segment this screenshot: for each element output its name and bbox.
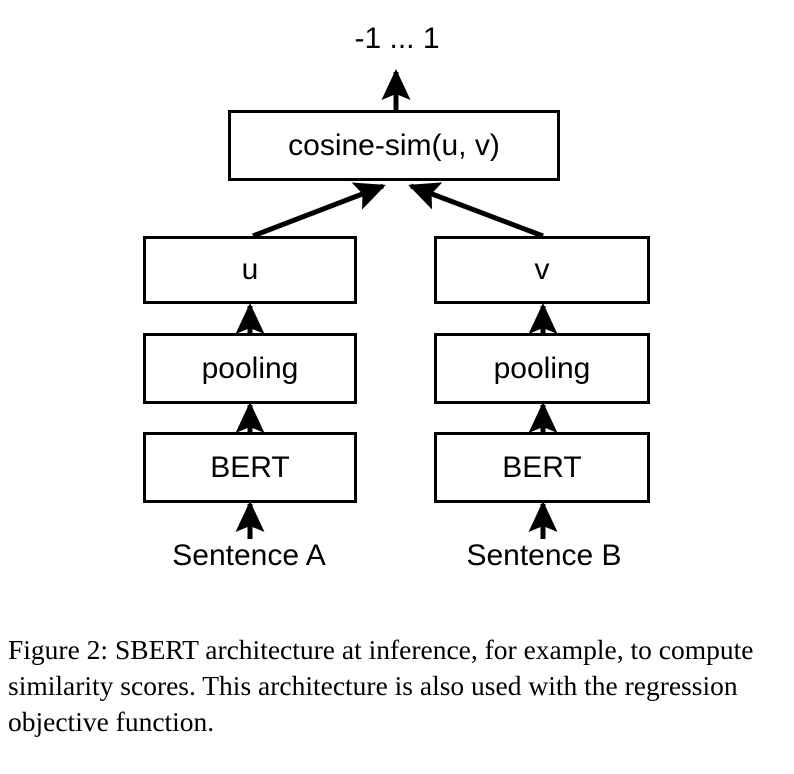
- node-pooling-b: pooling: [434, 333, 650, 404]
- node-embedding-v-label: v: [534, 253, 550, 286]
- node-bert-b-label: BERT: [502, 450, 582, 484]
- node-pooling-b-label: pooling: [493, 351, 591, 385]
- input-sentence-a-label: Sentence A: [172, 539, 326, 572]
- node-embedding-u: u: [143, 236, 357, 304]
- node-pooling-a: pooling: [143, 333, 357, 404]
- node-embedding-u-label: u: [241, 253, 259, 286]
- input-sentence-b-label: Sentence B: [466, 539, 622, 572]
- node-bert-a-label: BERT: [210, 450, 290, 484]
- node-cosine-sim: cosine-sim(u, v): [228, 110, 560, 181]
- diagram-connectors: [235, 68, 558, 539]
- node-cosine-sim-label: cosine-sim(u, v): [288, 128, 500, 162]
- output-range-label: -1 ... 1: [354, 22, 440, 55]
- node-bert-a: BERT: [143, 432, 357, 503]
- figure-diagram: -1 ... 1 cosine-sim(u, v) u v pooling po…: [143, 22, 650, 572]
- node-pooling-a-label: pooling: [201, 351, 299, 385]
- arrow-u-to-cosine: [252, 182, 386, 239]
- node-embedding-v: v: [434, 236, 650, 304]
- figure-caption: Figure 2: SBERT architecture at inferenc…: [8, 634, 754, 737]
- node-bert-b: BERT: [434, 432, 650, 503]
- arrow-v-to-cosine: [408, 182, 544, 239]
